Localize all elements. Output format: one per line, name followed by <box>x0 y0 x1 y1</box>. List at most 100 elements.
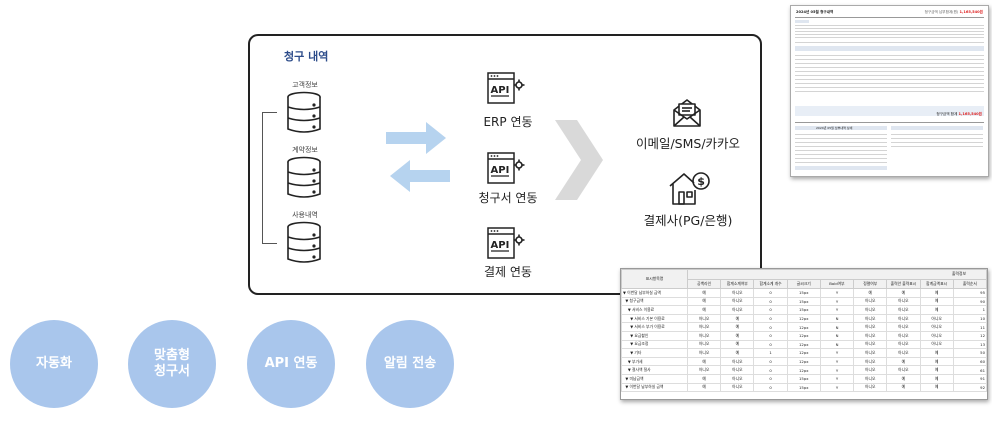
table-cell: 아니오 <box>686 365 722 375</box>
table-cell: ▼ 요금조정 <box>621 339 688 350</box>
feature-label: 맞춤형 청구서 <box>154 348 190 379</box>
table-cell: 예 <box>686 356 722 367</box>
table-cell: 예 <box>886 356 921 367</box>
column-header: Bold여부 <box>819 278 855 289</box>
table-cell: 아니오 <box>886 322 921 332</box>
table-cell: Y <box>819 373 855 384</box>
table-cell: 아니오 <box>720 356 755 367</box>
table-cell: 아니오 <box>853 365 888 375</box>
table-cell: 0 <box>753 373 788 384</box>
table-cell: N <box>819 330 855 341</box>
feature-circle: 자동화 <box>10 320 98 408</box>
table-cell: Y <box>819 348 855 358</box>
bidirectional-arrow-icon <box>386 122 450 192</box>
table-cell: 91 <box>952 373 987 384</box>
table-cell: 예 <box>720 330 755 341</box>
table-cell: 아니오 <box>886 365 921 375</box>
house-coin-icon: $ <box>669 172 710 205</box>
table-cell: 아니오 <box>853 322 888 332</box>
table-cell: Y <box>819 382 855 393</box>
table-cell: 0 <box>753 330 788 341</box>
table-cell: ▼ 서비스 부가 이용료 <box>621 322 688 332</box>
table-cell: 예 <box>919 382 954 393</box>
table-cell: 12px <box>786 313 821 324</box>
table-cell: 예 <box>720 339 755 350</box>
invoice-total: 청구금액 합계 1,165,540원 <box>936 112 982 116</box>
table-cell: 아니오 <box>853 339 888 350</box>
table-cell: 0 <box>753 339 788 350</box>
table-cell: 아니오 <box>720 305 755 315</box>
column-header: 표시항목명 <box>621 269 688 289</box>
column-header: 합계소계여부 <box>720 278 755 289</box>
table-cell: 0 <box>753 365 788 375</box>
table-cell: 아니오 <box>853 330 888 341</box>
table-cell: Y <box>819 305 855 315</box>
table-cell: ▼ 이번달 납부하실 금액 <box>621 382 688 393</box>
group-header: 출력정보 <box>687 269 987 280</box>
table-cell: 예 <box>686 296 722 307</box>
table-cell: 아니오 <box>919 322 954 332</box>
table-cell: 예 <box>686 305 722 315</box>
table-cell: Y <box>819 296 855 307</box>
table-cell: 15px <box>786 305 821 315</box>
invoice-section-label: 2024년 05월 납부내역 상세 <box>816 126 853 130</box>
table-cell: Y <box>819 288 855 298</box>
table-cell: ▼ 이번달 납부하실 금액 <box>621 288 688 298</box>
feature-label: 알림 전송 <box>383 356 437 371</box>
table-cell: 예 <box>919 356 954 367</box>
table-cell: 0 <box>753 313 788 324</box>
table-cell: 15px <box>786 296 821 307</box>
table-cell: 아니오 <box>686 313 722 324</box>
table-cell: 아니오 <box>720 288 755 298</box>
svg-text:API: API <box>491 85 510 96</box>
table-cell: ▼ 절사액 절사 <box>621 365 688 375</box>
table-cell: 92 <box>952 382 987 393</box>
invoice-title: 2024년 05월 청구내역 <box>796 10 834 14</box>
feature-label: API 연동 <box>264 356 318 371</box>
service-label: 청구서 연동 <box>478 191 538 205</box>
source-label: 계약정보 <box>292 146 318 154</box>
table-cell: 아니오 <box>720 373 755 384</box>
table-cell: 11 <box>952 322 987 332</box>
table-cell: 예 <box>919 288 954 298</box>
table-cell: 95 <box>952 288 987 298</box>
table-cell: 예 <box>886 373 921 384</box>
table-cell: 12px <box>786 365 821 375</box>
table-cell: 아니오 <box>886 296 921 307</box>
table-cell: 0 <box>753 305 788 315</box>
table-cell: 예 <box>886 382 921 393</box>
database-icon <box>287 221 321 263</box>
table-cell: 예 <box>919 365 954 375</box>
table-cell: 0 <box>753 288 788 298</box>
column-header: 합계소계 개수 <box>753 278 788 289</box>
table-cell: 12px <box>786 339 821 350</box>
table-cell: ▼ 요금할인 <box>621 330 688 341</box>
table-cell: 아니오 <box>853 356 888 367</box>
table-cell: 아니오 <box>853 313 888 324</box>
frame-title: 청구 내역 <box>284 50 329 63</box>
table-cell: 예 <box>720 348 755 358</box>
table-cell: N <box>819 313 855 324</box>
table-cell: 아니오 <box>886 339 921 350</box>
database-icon <box>287 91 321 133</box>
table-cell: 예 <box>686 288 722 298</box>
table-cell: 12 <box>952 330 987 341</box>
table-cell: 아니오 <box>686 330 722 341</box>
table-cell: 예 <box>686 382 722 393</box>
table-cell: N <box>819 339 855 350</box>
table-cell: 61 <box>952 365 987 375</box>
